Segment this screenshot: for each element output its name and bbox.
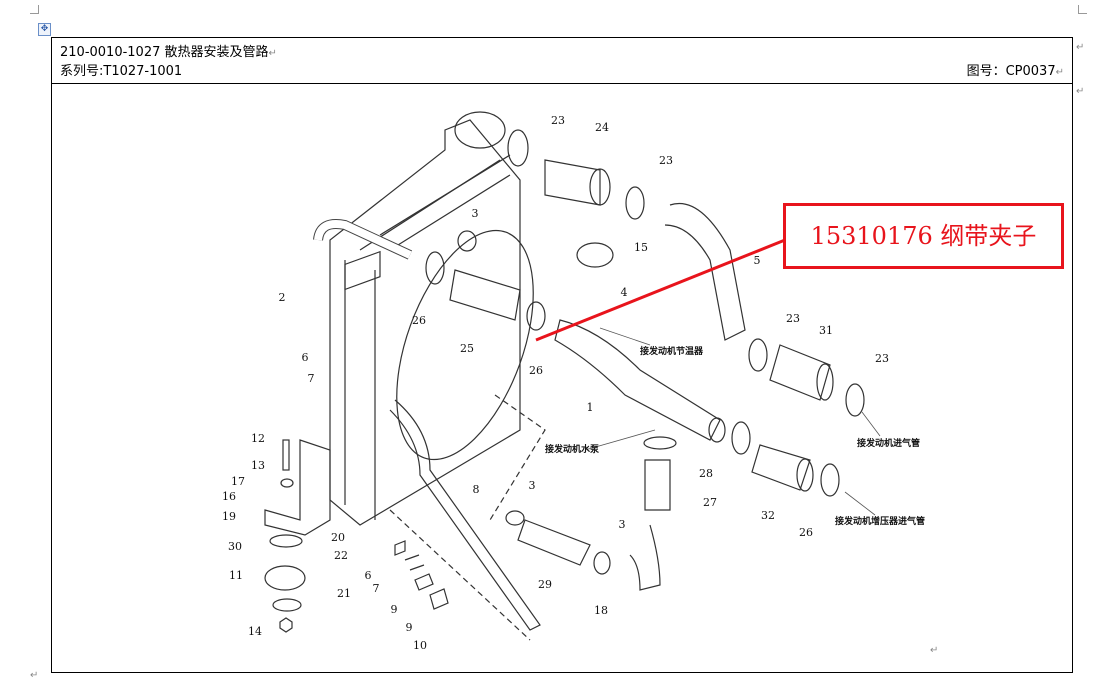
part-label: 22 <box>334 549 348 562</box>
part-label: 31 <box>819 324 833 337</box>
part-label: 29 <box>538 578 552 591</box>
mount-parts <box>264 439 449 633</box>
part-label: 32 <box>761 509 775 522</box>
part-label: 16 <box>222 490 236 503</box>
part-label: 12 <box>251 432 265 445</box>
part-number-callout: 15310176 纲带夹子 <box>783 203 1064 269</box>
drawing-table: 210-0010-1027 散热器安装及管路↵ 系列号:T1027-1001 图… <box>51 37 1073 673</box>
connection-annotation: 接发动机进气管 <box>857 437 920 449</box>
connection-annotation: 接发动机水泵 <box>545 443 600 455</box>
leader-line <box>584 429 656 451</box>
part-label: 9 <box>391 603 398 616</box>
connection-annotation: 接发动机节温器 <box>640 345 704 357</box>
part-label: 3 <box>472 207 479 220</box>
part-label: 4 <box>621 286 628 299</box>
part-label: 26 <box>412 314 426 327</box>
leader-line <box>844 491 876 516</box>
paragraph-mark: ↵ <box>30 670 39 681</box>
part-label: 2 <box>279 291 286 304</box>
hoses <box>389 159 834 641</box>
page-corner-mark <box>1078 5 1087 14</box>
document-title: 210-0010-1027 散热器安装及管路↵ <box>60 41 277 60</box>
part-label: 23 <box>786 312 800 325</box>
leader-line <box>861 411 881 437</box>
part-label: 1 <box>587 401 594 414</box>
part-label: 3 <box>619 518 626 531</box>
part-label: 7 <box>308 372 315 385</box>
clamps <box>425 129 865 575</box>
paragraph-mark: ↵ <box>1076 42 1085 53</box>
part-label: 18 <box>594 604 608 617</box>
page-corner-mark <box>30 5 39 14</box>
drawing-number-text: 图号：CP0037 <box>966 64 1056 79</box>
part-label: 28 <box>699 467 713 480</box>
part-label: 7 <box>373 582 380 595</box>
part-label: 23 <box>875 352 889 365</box>
series-number: 系列号:T1027-1001 <box>60 64 183 79</box>
part-label: 10 <box>413 639 427 652</box>
part-label: 26 <box>799 526 813 539</box>
header-row: 210-0010-1027 散热器安装及管路↵ 系列号:T1027-1001 图… <box>52 38 1072 84</box>
part-label: 14 <box>248 625 262 638</box>
fan-shroud <box>396 229 534 461</box>
part-label: 23 <box>551 114 565 127</box>
part-label: 9 <box>406 621 413 634</box>
part-label: 6 <box>365 569 372 582</box>
part-label: 13 <box>251 459 265 472</box>
part-label: 3 <box>529 479 536 492</box>
connection-annotation: 接发动机增压器进气管 <box>835 515 925 527</box>
part-label: 30 <box>228 540 242 553</box>
part-label: 8 <box>473 483 480 496</box>
part-label: 17 <box>231 475 245 488</box>
paragraph-mark: ↵ <box>268 48 277 59</box>
part-label: 11 <box>229 569 243 582</box>
part-label: 27 <box>703 496 717 509</box>
callout-pointer-line <box>535 238 786 342</box>
part-label: 25 <box>460 342 474 355</box>
paragraph-mark: ↵ <box>1055 67 1064 78</box>
part-label: 24 <box>595 121 609 134</box>
part-label: 5 <box>754 254 761 267</box>
part-label: 19 <box>222 510 236 523</box>
part-label: 21 <box>337 587 351 600</box>
part-label: 26 <box>529 364 543 377</box>
part-label: 23 <box>659 154 673 167</box>
paragraph-mark: ↵ <box>930 645 939 656</box>
title-text: 210-0010-1027 散热器安装及管路 <box>60 45 269 60</box>
paragraph-mark: ↵ <box>1076 86 1085 97</box>
part-label: 6 <box>302 351 309 364</box>
table-move-handle-icon[interactable]: ✥ <box>38 23 51 36</box>
drawing-number: 图号：CP0037↵ <box>967 60 1064 79</box>
radiator-frame <box>313 111 521 526</box>
leader-line <box>599 327 651 346</box>
part-label: 15 <box>634 241 648 254</box>
part-label: 20 <box>331 531 345 544</box>
